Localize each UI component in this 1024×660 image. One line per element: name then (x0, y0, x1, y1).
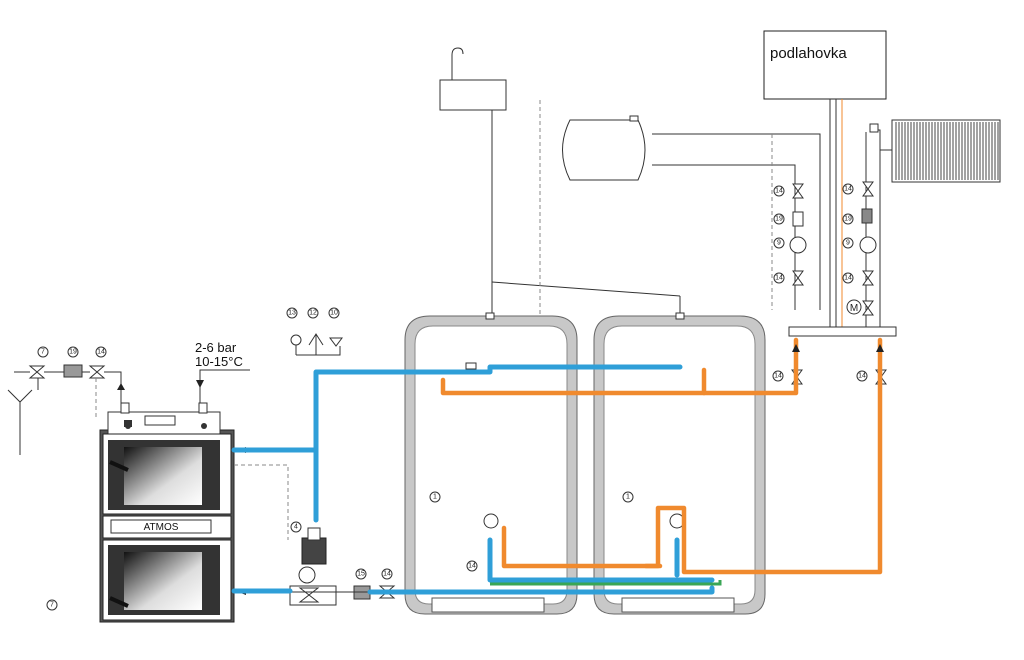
storage-tank-2: 1 (593, 312, 766, 615)
marker-13: 13 (288, 310, 296, 317)
marker-14: 14 (775, 188, 783, 195)
safety-group: 13 12 10 (286, 307, 343, 356)
expansion-tank (439, 47, 681, 362)
fill-line-fittings: 7 19 14 7 (7, 346, 125, 611)
marker-19: 19 (69, 349, 77, 356)
marker-10: 10 (330, 310, 338, 317)
supply-spec: 2-6 bar 10-15°C (195, 340, 250, 410)
marker-19: 19 (775, 216, 783, 223)
marker-1: 1 (433, 494, 437, 501)
marker-15: 15 (357, 571, 365, 578)
storage-tank-1: 1 14 (404, 312, 578, 615)
marker-14: 14 (844, 186, 852, 193)
marker-14: 14 (775, 275, 783, 282)
orange-supply-pipes (440, 337, 884, 575)
marker-4: 4 (294, 524, 298, 531)
podlahovka-label: podlahovka (770, 45, 847, 62)
marker-7: 7 (41, 349, 45, 356)
pressure-label: 2-6 bar (195, 340, 237, 355)
marker-9: 9 (846, 240, 850, 247)
marker-12: 12 (309, 310, 317, 317)
radiator-circuit-fittings: 14 19 9 14 14 19 9 14 M 14 14 (772, 181, 897, 385)
hot-water-cylinder (562, 115, 821, 310)
marker-14: 14 (858, 373, 866, 380)
marker-14: 14 (97, 349, 105, 356)
marker-14: 14 (844, 275, 852, 282)
green-pipe (490, 580, 722, 586)
marker-19: 19 (844, 216, 852, 223)
temperature-label: 10-15°C (195, 354, 243, 369)
marker-1: 1 (626, 494, 630, 501)
marker-14: 14 (383, 571, 391, 578)
radiator (865, 119, 1001, 328)
marker-14: 14 (774, 373, 782, 380)
underfloor-heating-box: podlahovka (763, 30, 887, 328)
atmos-boiler: ATMOS (99, 402, 235, 623)
boiler-brand-label: ATMOS (144, 522, 179, 533)
mixing-valve-motor-icon: M (850, 303, 858, 314)
marker-9: 9 (777, 240, 781, 247)
blue-return-pipes (231, 364, 715, 595)
marker-7: 7 (50, 602, 54, 609)
marker-14: 14 (468, 563, 476, 570)
